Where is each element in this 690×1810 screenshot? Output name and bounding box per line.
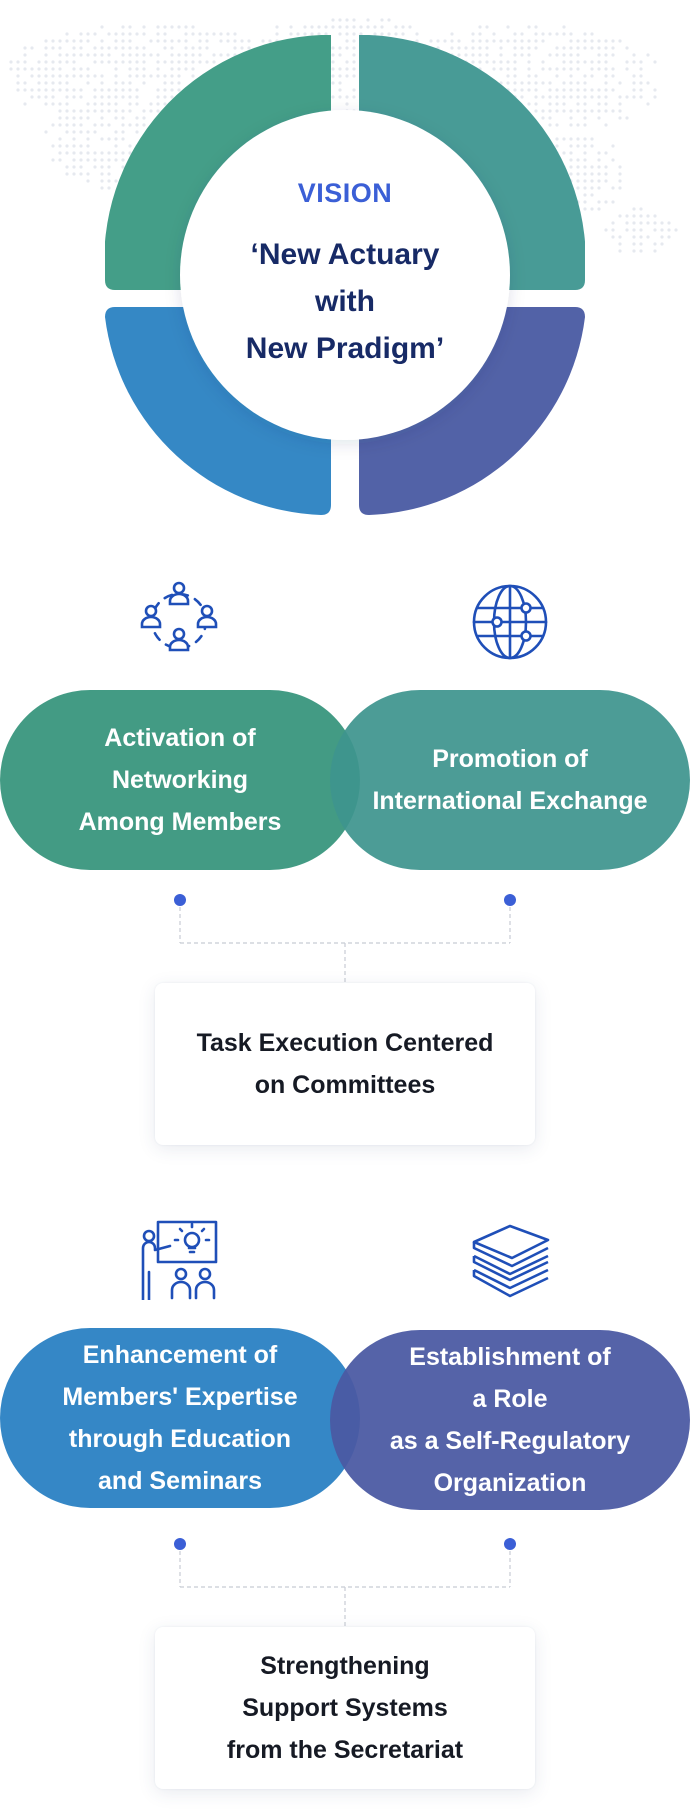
vision-ring-diagram [105, 35, 585, 515]
connector-dot [174, 1538, 186, 1550]
vision-label: VISION [297, 178, 393, 208]
goal-networking-pill: Activation of Networking Among Members [0, 690, 360, 870]
goal-line: International Exchange [372, 787, 648, 815]
goal-line: Enhancement of [82, 1341, 278, 1369]
task-line: Task Execution Centered [196, 1029, 494, 1057]
vision-slogan-line: ‘New Actuary [250, 238, 440, 271]
connector-bottom [174, 1538, 516, 1629]
task-line: on Committees [254, 1071, 436, 1099]
connector-dot [504, 894, 516, 906]
goal-line: Activation of [104, 724, 256, 752]
vision-slogan-line: with [315, 285, 375, 318]
goal-line: Among Members [78, 808, 282, 836]
goal-line: a Role [472, 1385, 548, 1413]
stacked-books-icon [472, 1224, 550, 1298]
goal-line: as a Self-Regulatory [389, 1427, 631, 1455]
people-network-icon [140, 581, 218, 652]
goal-line: Organization [433, 1469, 587, 1497]
task-line: Support Systems [242, 1694, 448, 1722]
goal-line: through Education [68, 1425, 292, 1453]
goal-line: and Seminars [98, 1467, 262, 1495]
task-secretariat-box: Strengthening Support Systems from the S… [155, 1627, 535, 1789]
vision-slogan: ‘New Actuary with New Pradigm’ [185, 231, 505, 372]
goal-line: Networking [111, 766, 249, 794]
goal-line: Promotion of [432, 745, 588, 773]
globe-icon [472, 584, 548, 660]
connector-top [174, 894, 516, 985]
goal-international-exchange-pill: Promotion of International Exchange [330, 690, 690, 870]
goal-line: Establishment of [409, 1343, 611, 1371]
presentation-board-icon [141, 1220, 218, 1300]
task-line: from the Secretariat [226, 1736, 464, 1764]
task-line: Strengthening [260, 1652, 430, 1680]
goal-line: Members' Expertise [62, 1383, 298, 1411]
task-committees-box: Task Execution Centered on Committees [155, 983, 535, 1145]
goal-self-regulatory-pill: Establishment of a Role as a Self-Regula… [330, 1330, 690, 1510]
vision-slogan-line: New Pradigm’ [245, 332, 445, 365]
connector-dot [504, 1538, 516, 1550]
connector-dot [174, 894, 186, 906]
vision-center-circle [180, 110, 510, 440]
goal-education-pill: Enhancement of Members' Expertise throug… [0, 1328, 360, 1508]
